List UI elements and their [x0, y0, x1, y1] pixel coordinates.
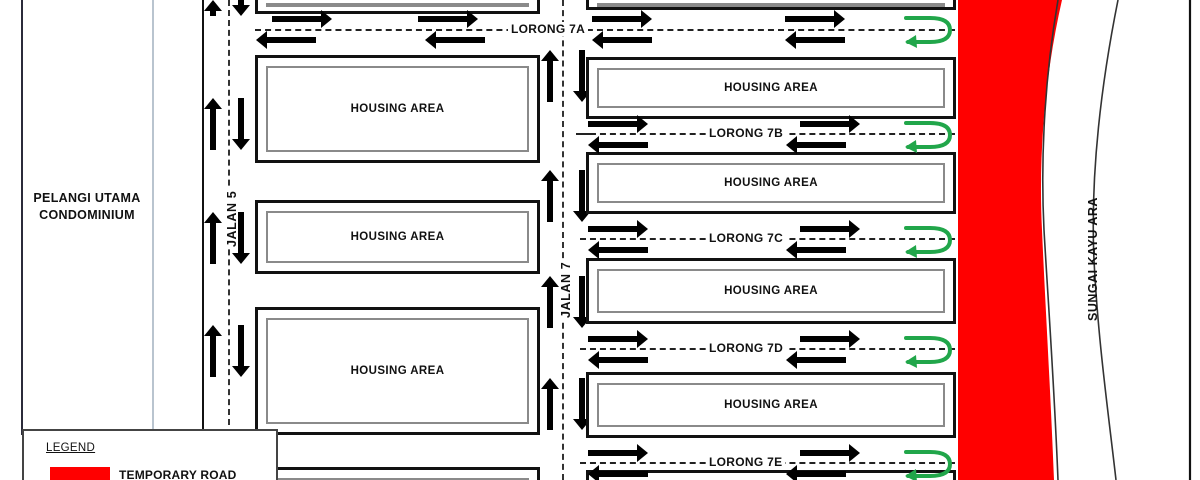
- lorong-7a-arrow-right-icon: [785, 10, 845, 28]
- housing-area-label: HOUSING AREA: [350, 103, 445, 115]
- lorong-7a-arrow-left-icon: [785, 31, 845, 49]
- lorong-7d-arrow-right-icon: [588, 330, 648, 348]
- jalan-7-arrow-up-icon: [541, 276, 559, 328]
- jalan-7-arrow-down-icon: [573, 170, 591, 222]
- lorong-7e-arrow-left-icon: [588, 465, 648, 480]
- sungai-kayu-ara-label: SUNGAI KAYU ARA: [1086, 197, 1100, 321]
- housing-area-label: HOUSING AREA: [724, 285, 818, 297]
- legend-box: LEGEND TEMPORARY ROAD CLOSURE: [22, 429, 278, 480]
- lorong-7c-arrow-right-icon: [800, 220, 860, 238]
- lorong-7d-arrow-left-icon: [588, 351, 648, 369]
- lorong-7b-arrow-right-icon: [800, 115, 860, 133]
- lorong-7c-label: LORONG 7C: [706, 231, 787, 245]
- jalan-5-arrow-up-icon: [204, 325, 222, 377]
- jalan-7-label: JALAN 7: [559, 260, 573, 320]
- housing-block-inner: HOUSING AREA: [266, 318, 529, 424]
- housing-block-inner: HOUSING AREA: [597, 163, 945, 203]
- housing-block-inner: [597, 3, 945, 7]
- lorong-7d-arrow-right-icon: [800, 330, 860, 348]
- jalan-5-arrow-up-icon: [204, 0, 222, 16]
- jalan-5-arrow-up-icon: [204, 98, 222, 150]
- lorong-7d-u-turn-icon: [904, 336, 953, 368]
- jalan-5-arrow-up-icon: [204, 212, 222, 264]
- river-banks: [1041, 0, 1192, 480]
- lorong-7a-arrow-left-icon: [592, 31, 652, 49]
- jalan-5-arrow-down-icon: [232, 325, 250, 377]
- lorong-7c-arrow-right-icon: [588, 220, 648, 238]
- lorong-7c-arrow-left-icon: [588, 241, 648, 259]
- lorong-7c-u-turn-icon: [904, 226, 953, 258]
- housing-block-left: HOUSING AREA: [255, 55, 540, 163]
- map-left-boundary-line: [21, 0, 23, 435]
- jalan-7-arrow-down-icon: [573, 50, 591, 102]
- lorong-7c-arrow-left-icon: [786, 241, 846, 259]
- jalan-5-arrow-down-icon: [232, 98, 250, 150]
- pelangi-utama-condominium-label: PELANGI UTAMA CONDOMINIUM: [24, 190, 150, 224]
- lorong-7e-arrow-right-icon: [800, 444, 860, 462]
- legend-title: LEGEND: [46, 442, 96, 454]
- jalan-7-arrow-down-icon: [573, 276, 591, 328]
- lorong-7d-label: LORONG 7D: [706, 341, 787, 355]
- lorong-7e-arrow-right-icon: [588, 444, 648, 462]
- legend-swatch-temporary-road-closure: [50, 467, 110, 480]
- condominium-parcel-right-edge: [152, 0, 154, 480]
- housing-block-inner: HOUSING AREA: [597, 68, 945, 108]
- jalan-7-centre-line: [562, 0, 564, 480]
- lorong-7e-label: LORONG 7E: [706, 455, 786, 469]
- housing-area-label: HOUSING AREA: [724, 177, 818, 189]
- housing-block-right: HOUSING AREA: [586, 152, 956, 214]
- temporary-road-closure-band: [958, 0, 1062, 480]
- housing-block-inner: HOUSING AREA: [266, 66, 529, 152]
- housing-block-inner: HOUSING AREA: [266, 211, 529, 263]
- jalan-7-arrow-down-icon: [573, 378, 591, 430]
- lorong-7b-centre-line-west: [576, 133, 590, 135]
- housing-block-left: HOUSING AREA: [255, 200, 540, 274]
- lorong-7a-arrow-right-icon: [592, 10, 652, 28]
- condominium-label-line-1: PELANGI UTAMA: [33, 191, 141, 205]
- lorong-7b-arrow-left-icon: [588, 136, 648, 154]
- housing-block-inner: HOUSING AREA: [597, 383, 945, 427]
- jalan-7-arrow-up-icon: [541, 378, 559, 430]
- lorong-7b-arrow-left-icon: [786, 136, 846, 154]
- housing-area-label: HOUSING AREA: [350, 365, 445, 377]
- housing-block-right: HOUSING AREA: [586, 372, 956, 438]
- housing-block-right: HOUSING AREA: [586, 57, 956, 119]
- jalan-5-arrow-down-icon: [232, 0, 250, 16]
- jalan-5-west-kerb: [202, 0, 204, 435]
- lorong-7a-arrow-right-icon: [418, 10, 478, 28]
- lorong-7b-u-turn-icon: [904, 121, 953, 153]
- housing-block-right: [586, 470, 956, 480]
- housing-block-right: HOUSING AREA: [586, 258, 956, 324]
- housing-block-left: [255, 467, 540, 480]
- jalan-7-arrow-up-icon: [541, 50, 559, 102]
- jalan-5-arrow-down-icon: [232, 212, 250, 264]
- legend-label-temporary-road-closure: TEMPORARY ROAD CLOSURE: [119, 468, 237, 480]
- lorong-7a-label: LORONG 7A: [508, 22, 589, 36]
- housing-block-right: [586, 0, 956, 10]
- lorong-7b-label: LORONG 7B: [706, 126, 787, 140]
- lorong-7a-arrow-left-icon: [425, 31, 485, 49]
- lorong-7a-arrow-right-icon: [272, 10, 332, 28]
- housing-block-inner: HOUSING AREA: [597, 269, 945, 313]
- housing-area-label: HOUSING AREA: [350, 231, 445, 243]
- housing-block-inner: [266, 3, 529, 7]
- housing-area-label: HOUSING AREA: [724, 399, 818, 411]
- jalan-7-arrow-up-icon: [541, 170, 559, 222]
- lorong-7e-arrow-left-icon: [786, 465, 846, 480]
- lorong-7d-arrow-left-icon: [786, 351, 846, 369]
- condominium-label-line-2: CONDOMINIUM: [39, 208, 135, 222]
- lorong-7a-u-turn-icon: [904, 16, 953, 48]
- lorong-7e-u-turn-icon: [904, 450, 953, 480]
- lorong-7b-arrow-right-icon: [588, 115, 648, 133]
- housing-area-label: HOUSING AREA: [724, 82, 818, 94]
- lorong-7a-centre-line: [255, 29, 955, 31]
- housing-block-left: HOUSING AREA: [255, 307, 540, 435]
- lorong-7a-arrow-left-icon: [256, 31, 316, 49]
